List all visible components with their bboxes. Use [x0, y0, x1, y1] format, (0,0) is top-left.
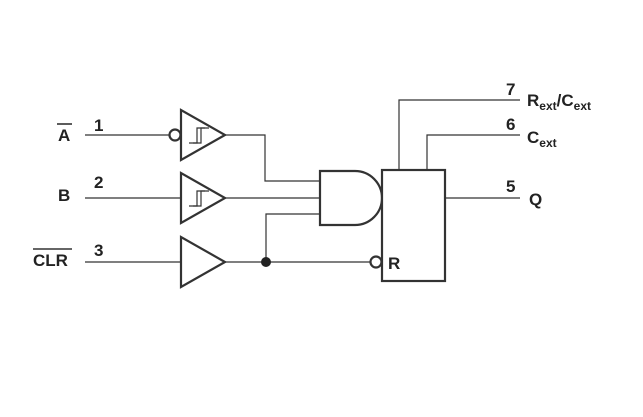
- schmitt-buffer-b: [179, 171, 228, 225]
- input-a-label: A: [58, 126, 70, 145]
- wire-cext: [426, 134, 520, 170]
- output-rext-cext-label: Rext/Cext: [527, 91, 591, 113]
- output-cext-label: Cext: [527, 128, 557, 150]
- pin-1-label: 1: [94, 116, 103, 135]
- junction-dot: [261, 257, 271, 267]
- wire-clr-to-and: [265, 213, 320, 262]
- schmitt-buffer-a: [179, 108, 228, 162]
- pin-7-label: 7: [506, 80, 515, 99]
- pin-2-label: 2: [94, 173, 103, 192]
- pin-5-label: 5: [506, 177, 515, 196]
- output-q-label: Q: [529, 190, 542, 209]
- input-clr-label: CLR: [33, 251, 68, 270]
- reset-pin-label: R: [388, 254, 400, 273]
- buffer-clr: [179, 235, 228, 289]
- reset-inversion-bubble: [369, 255, 383, 269]
- wire-rext-cext: [398, 99, 520, 170]
- wire-a-to-and: [225, 134, 320, 182]
- pin-3-label: 3: [94, 241, 103, 260]
- inversion-bubble-a: [168, 128, 182, 142]
- monostable-block: [380, 168, 447, 283]
- and-gate: [318, 169, 384, 227]
- pin-6-label: 6: [506, 115, 515, 134]
- input-b-label: B: [58, 186, 70, 205]
